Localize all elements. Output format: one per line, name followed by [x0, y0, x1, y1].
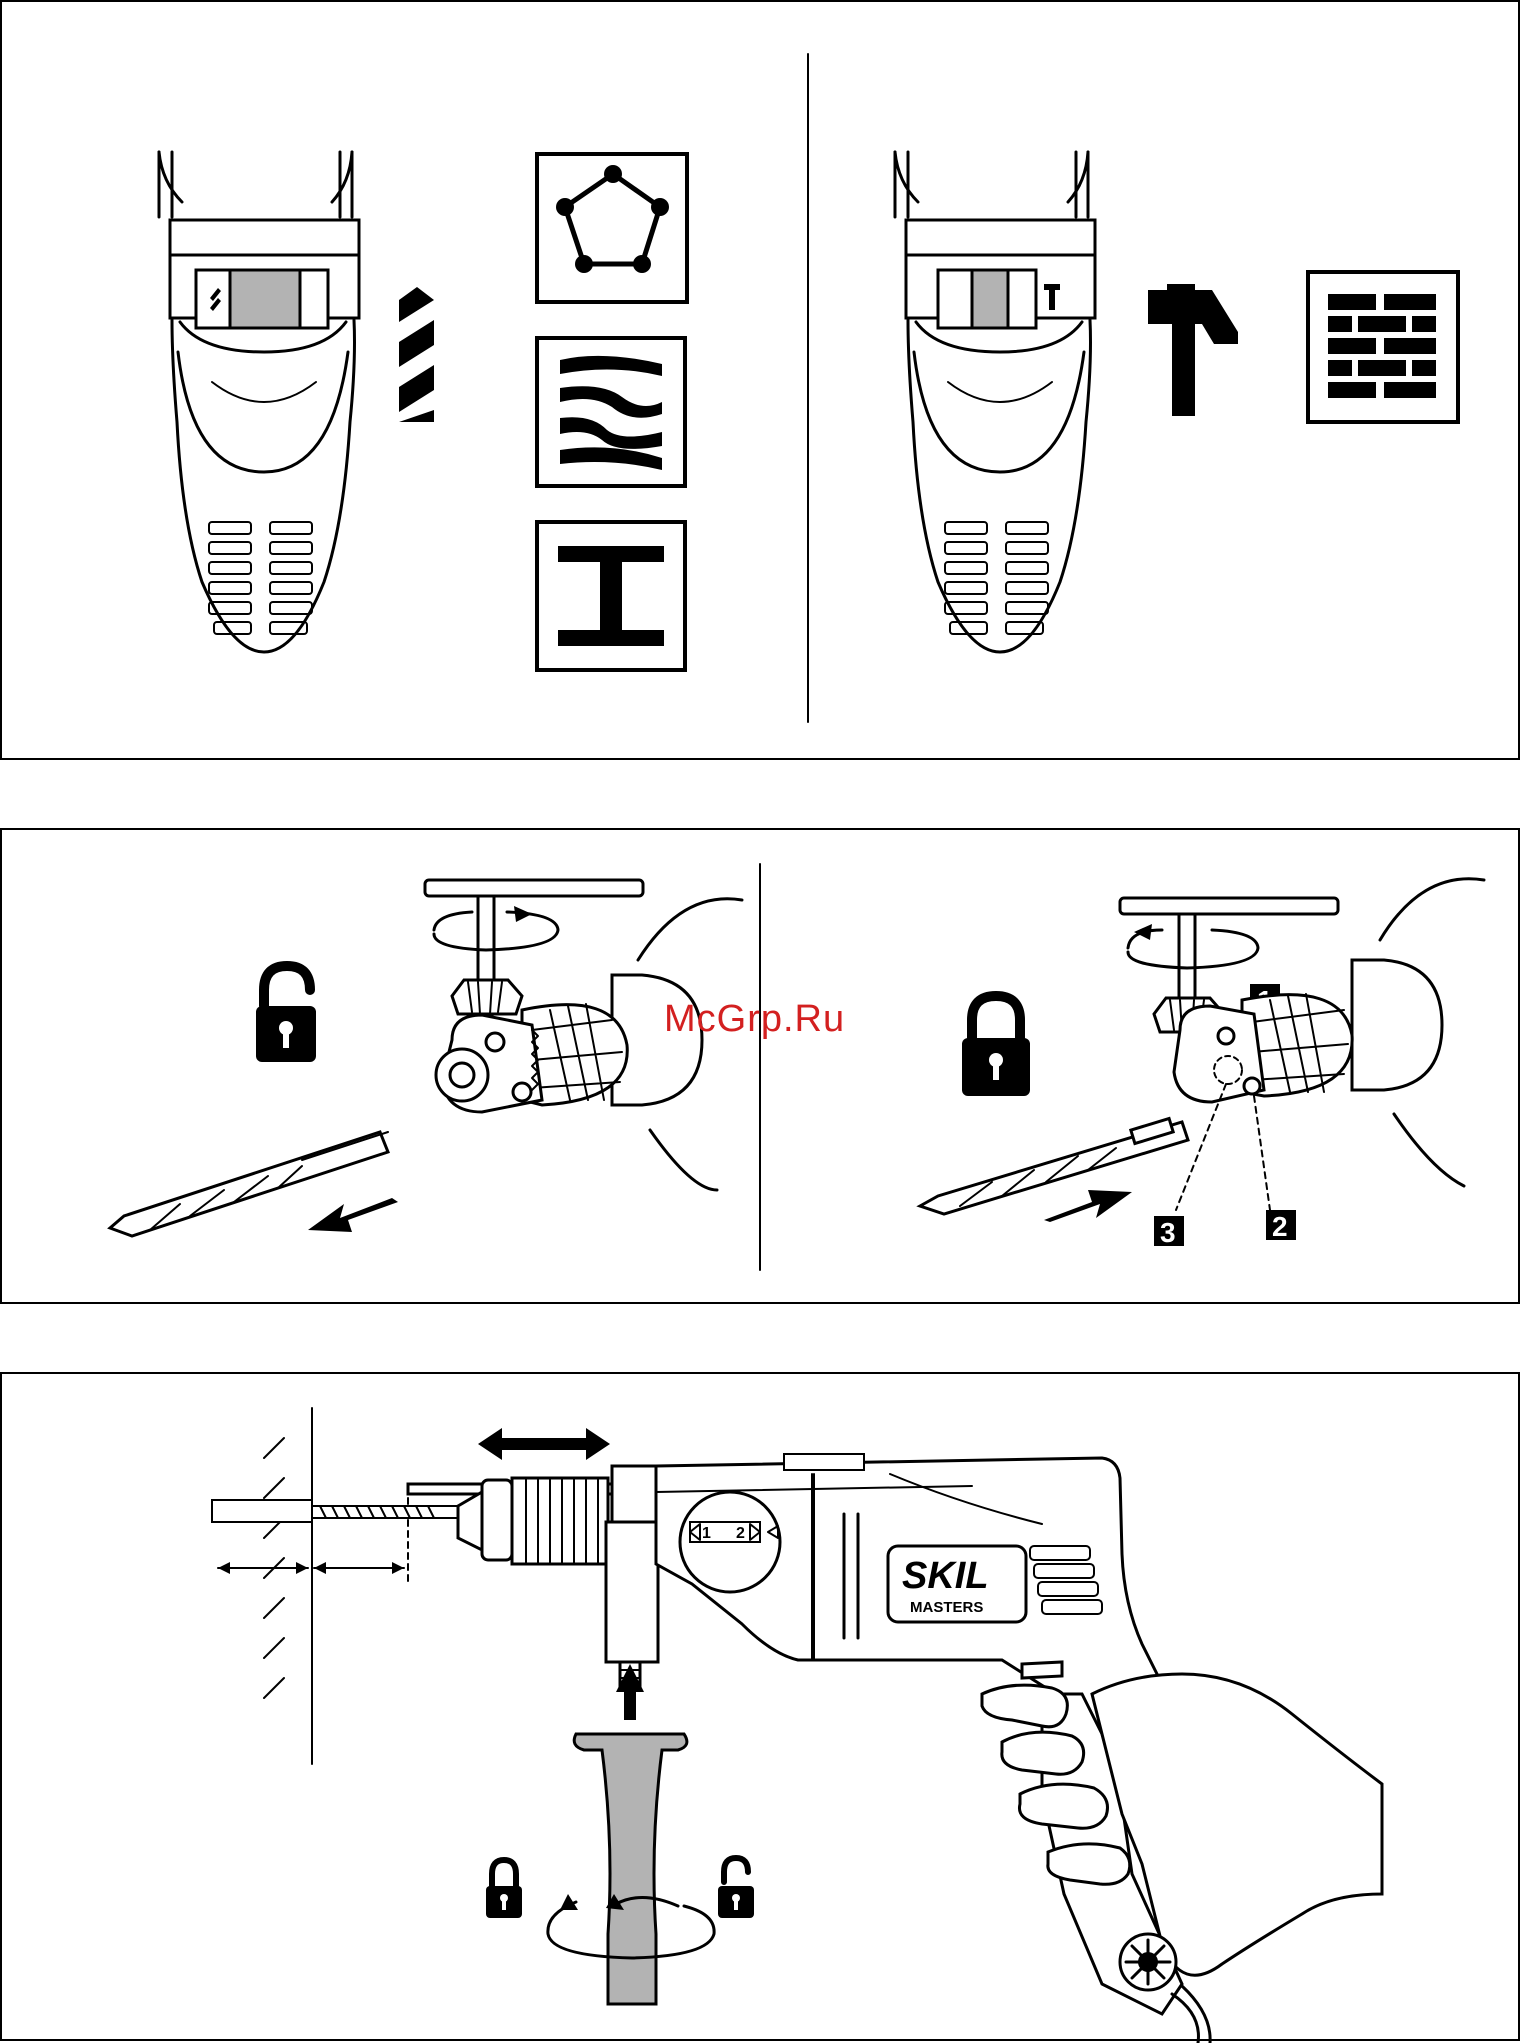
motor-vent-fan — [1120, 1934, 1176, 1990]
drill-top-view-drill-mode — [159, 152, 359, 652]
slide-adjust-arrow-icon — [478, 1428, 610, 1460]
locked-padlock-icon — [486, 1860, 522, 1918]
arrow-remove-icon — [308, 1198, 398, 1232]
svg-text:2: 2 — [1272, 1211, 1288, 1242]
svg-text:3: 3 — [1160, 1217, 1176, 1248]
step-2-badge: 2 — [1266, 1210, 1296, 1242]
steel-beam-icon — [537, 522, 685, 670]
unlocked-padlock-icon — [256, 966, 316, 1062]
svg-text:2: 2 — [736, 1525, 745, 1542]
stone-pentagon-icon — [537, 154, 687, 302]
watermark-text: McGrp.Ru — [664, 998, 845, 1041]
step-3-badge: 3 — [1154, 1216, 1184, 1248]
drill-chuck — [458, 1478, 608, 1564]
wood-grain-icon — [537, 338, 685, 486]
mode-selection-panel — [0, 0, 1520, 760]
drill-chuck-closed — [1174, 879, 1484, 1186]
auxiliary-handle[interactable] — [574, 1734, 687, 2004]
arrow-insert-icon — [1044, 1190, 1132, 1222]
drill-bit-inserted — [920, 1118, 1188, 1214]
wall-section — [212, 1408, 312, 1764]
drill-bit-in-wall — [312, 1506, 462, 1518]
chuck-key-panel: 1 3 2 — [0, 828, 1520, 1304]
drill-top-view-hammer-mode — [895, 152, 1095, 652]
brick-wall-icon — [1308, 272, 1458, 422]
svg-text:MASTERS: MASTERS — [910, 1599, 983, 1616]
svg-text:1: 1 — [702, 1525, 711, 1542]
hand-holding-drill — [982, 1674, 1382, 1975]
handle-clamp-collar — [606, 1466, 658, 1690]
hammer-icon — [1148, 284, 1238, 416]
drill-bit-icon — [399, 287, 434, 422]
unlocked-padlock-icon — [718, 1858, 754, 1918]
svg-text:SKIL: SKIL — [902, 1555, 989, 1597]
auxiliary-handle-panel: 1 2 SKIL MASTERS — [0, 1372, 1520, 2041]
locked-padlock-icon — [962, 996, 1030, 1096]
